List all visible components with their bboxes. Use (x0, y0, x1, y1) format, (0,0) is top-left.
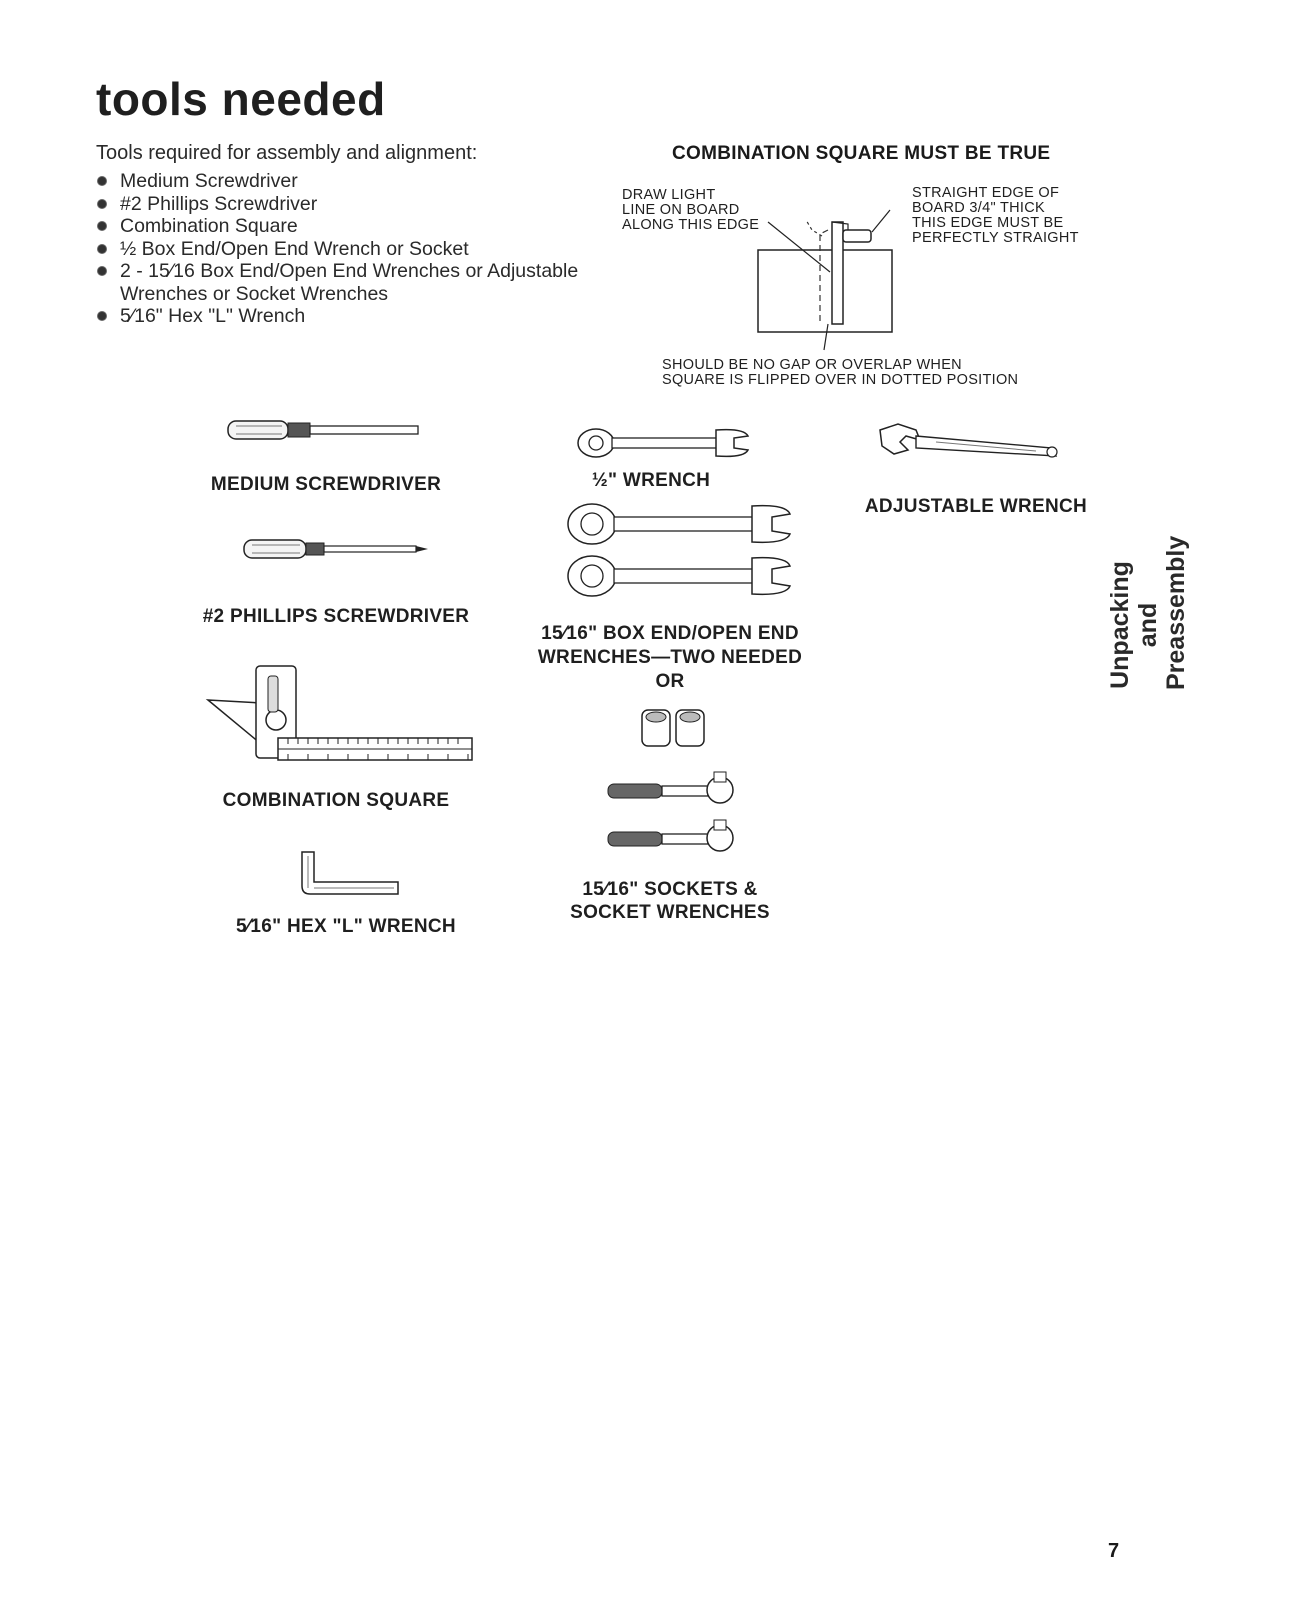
section-side-tab: Unpacking and Preassembly (1106, 535, 1190, 690)
bullet-icon (98, 177, 106, 185)
label-sockets: 15⁄16" SOCKETS & SOCKET WRENCHES (570, 879, 770, 923)
label-adjustable-wrench: ADJUSTABLE WRENCH (864, 496, 1088, 517)
combination-square-icon (205, 665, 473, 761)
tool-list: Medium Screwdriver #2 Phillips Screwdriv… (96, 170, 616, 328)
label-phillips-screwdriver: #2 PHILLIPS SCREWDRIVER (202, 606, 470, 627)
list-item: 2 - 15⁄16 Box End/Open End Wrenches or A… (96, 260, 616, 305)
intro-text: Tools required for assembly and alignmen… (96, 142, 478, 164)
label-box-end-wrenches: 15⁄16" BOX END/OPEN END WRENCHES—TWO NEE… (537, 623, 803, 692)
label-half-wrench: ½" WRENCH (591, 470, 711, 491)
screwdriver-icon (227, 420, 419, 440)
bullet-icon (98, 267, 106, 275)
bullet-icon (98, 244, 106, 253)
diagram-left-note: DRAW LIGHT LINE ON BOARD ALONG THIS EDGE (622, 187, 760, 233)
socket-wrench-icon (607, 819, 734, 852)
list-item: Medium Screwdriver (96, 170, 616, 193)
hex-l-wrench-icon (301, 851, 399, 895)
label-hex-wrench: 5⁄16" HEX "L" WRENCH (236, 916, 456, 937)
list-item: #2 Phillips Screwdriver (96, 193, 616, 216)
label-medium-screwdriver: MEDIUM SCREWDRIVER (210, 474, 442, 495)
phillips-screwdriver-icon (243, 539, 428, 559)
bullet-icon (98, 222, 106, 230)
diagram-right-note: STRAIGHT EDGE OF BOARD 3/4" THICK THIS E… (912, 185, 1079, 246)
adjustable-wrench-icon (879, 423, 1058, 458)
list-item: ½ Box End/Open End Wrench or Socket (96, 238, 616, 261)
bullet-icon (98, 312, 106, 320)
bullet-icon (98, 199, 106, 208)
list-item: 5⁄16" Hex "L" Wrench (96, 305, 616, 328)
diagram-title: COMBINATION SQUARE MUST BE TRUE (672, 143, 1051, 164)
box-end-wrench-icon (567, 503, 792, 545)
diagram-bottom-note: SHOULD BE NO GAP OR OVERLAP WHEN SQUARE … (662, 357, 1019, 388)
socket-wrench-icon (607, 771, 734, 804)
page-number: 7 (1108, 1540, 1120, 1562)
label-combination-square: COMBINATION SQUARE (222, 790, 450, 811)
list-item: Combination Square (96, 215, 616, 238)
board-square-diagram (757, 209, 893, 351)
wrench-icon (577, 428, 750, 458)
page-title: tools needed (96, 73, 386, 125)
socket-icon (641, 709, 705, 747)
box-end-wrench-icon (567, 555, 792, 597)
